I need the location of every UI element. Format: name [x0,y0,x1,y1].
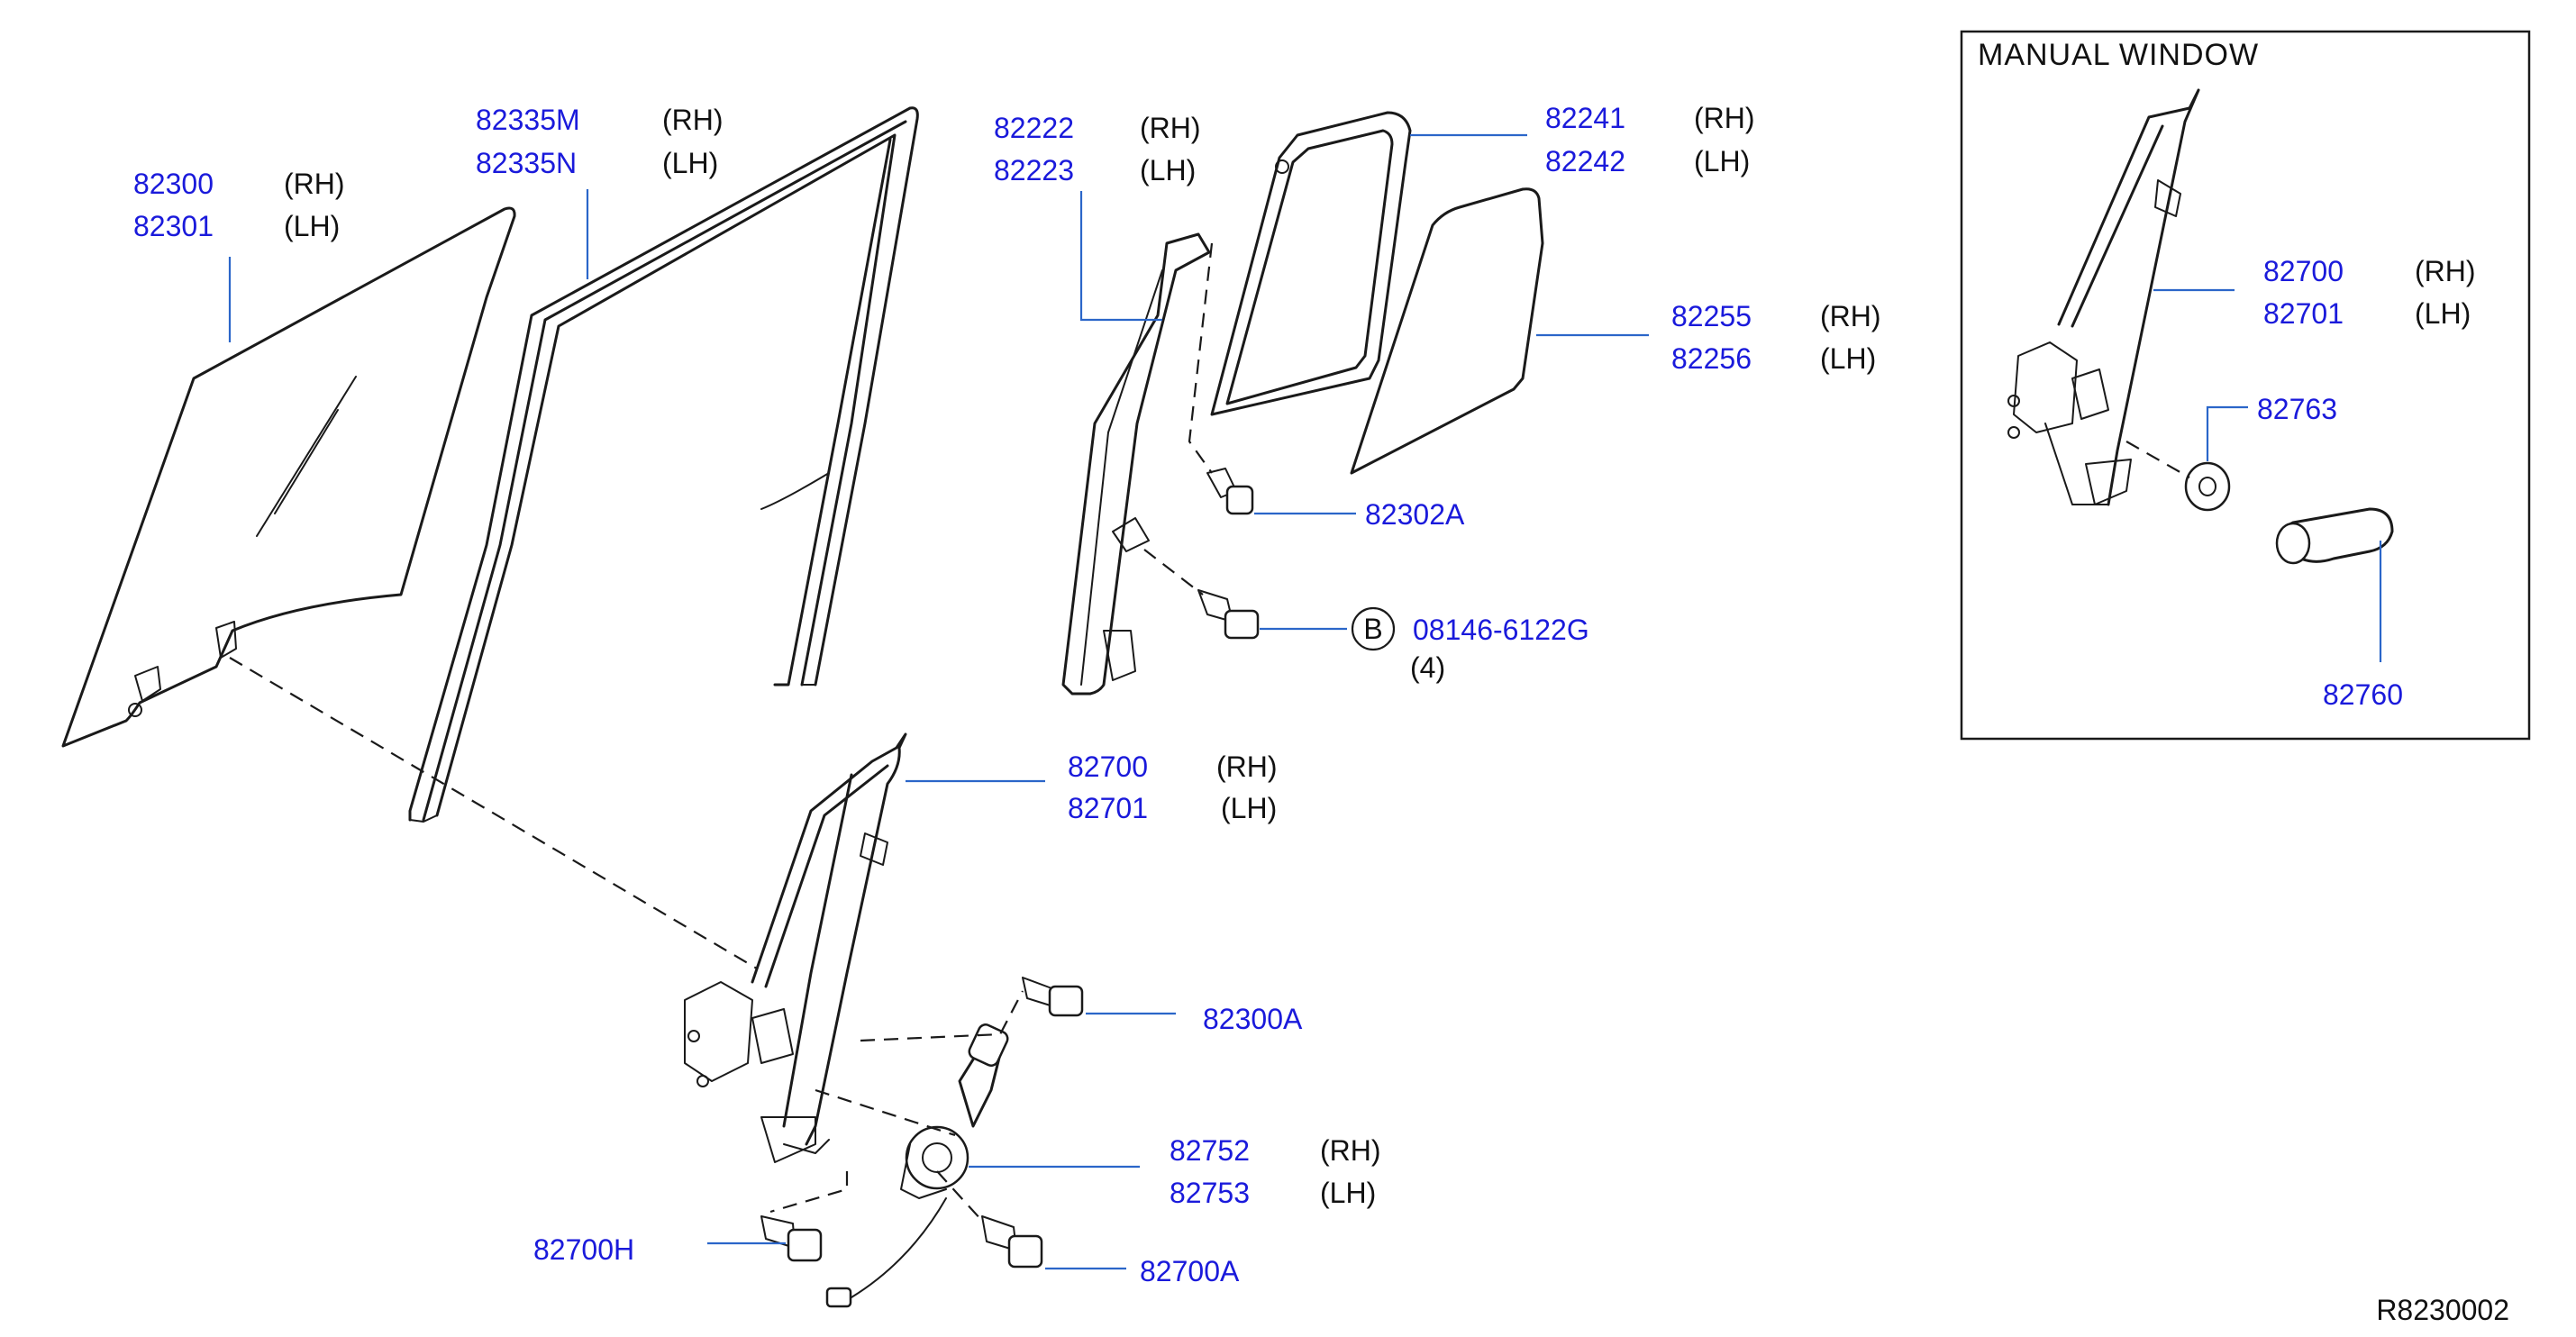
label-82300: 82300 [133,168,214,200]
label-82241-side: (RH) [1694,102,1755,134]
label-82700h: 82700H [533,1233,634,1266]
sash-drawing [1061,232,1211,696]
bolt-82700h-drawing [760,1215,823,1262]
label-82255: 82255 [1671,300,1752,332]
label-82255-side: (RH) [1820,300,1881,332]
bolt-82300a-drawing [1022,977,1084,1017]
label-82753-side: (LH) [1320,1177,1376,1209]
label-08146-6122g: 08146-6122G [1413,614,1589,646]
door-glass-drawing [61,206,516,748]
label-manual-82700: 82700 [2263,255,2344,287]
weatherstrip-drawing [1210,111,1412,416]
label-82700a: 82700A [1140,1255,1240,1287]
manual-regulator-drawing [2007,88,2200,506]
part-labels: 82300 (RH) 82301 (LH) 82335M (RH) 82335N… [133,102,2509,1326]
label-manual-82701: 82701 [2263,297,2344,330]
label-82763: 82763 [2257,393,2337,425]
label-82700-side: (RH) [1216,750,1278,783]
label-82256: 82256 [1671,342,1752,375]
label-08146-qty: (4) [1410,651,1445,684]
label-82335m: 82335M [476,104,580,136]
inset-title: MANUAL WINDOW [1978,38,2259,72]
label-manual-82700-side: (RH) [2415,255,2476,287]
partition-glass-drawing [1350,187,1544,475]
bolt-82700a-drawing [981,1215,1043,1269]
label-82300-side: (RH) [284,168,345,200]
badge-b-circle [1351,606,1396,651]
label-82302a: 82302A [1365,498,1465,531]
label-82222-side: (RH) [1140,112,1201,144]
label-82223: 82223 [994,154,1074,186]
leader-lines [228,133,2382,1270]
label-82241: 82241 [1545,102,1625,134]
label-82300a: 82300A [1203,1003,1303,1035]
label-82223-side: (LH) [1140,154,1196,186]
window-handle-drawing [2275,507,2394,565]
manual-window-inset-frame [1960,30,2531,741]
power-regulator-drawing [684,732,907,1163]
bolt-08146-drawing [1197,589,1260,640]
label-82752: 82752 [1170,1134,1250,1167]
label-82256-side: (LH) [1820,342,1876,375]
label-82701-side: (LH) [1221,792,1277,824]
escutcheon-drawing [2184,461,2231,512]
label-82242-side: (LH) [1694,145,1750,177]
label-82222: 82222 [994,112,1074,144]
label-82301: 82301 [133,210,214,242]
window-motor-drawing [825,1023,1009,1308]
reference-code: R8230002 [2376,1294,2509,1326]
label-82335n: 82335N [476,147,577,179]
label-82753: 82753 [1170,1177,1250,1209]
badge-b-letter: B [1363,613,1382,645]
label-82752-side: (RH) [1320,1134,1381,1167]
label-manual-82701-side: (LH) [2415,297,2471,330]
bolt-82302a-drawing [1206,468,1254,515]
label-82335n-side: (LH) [662,147,718,179]
label-82760: 82760 [2323,678,2403,711]
glass-run-channel-drawing [408,106,919,823]
label-82701: 82701 [1068,792,1148,824]
label-82335m-side: (RH) [662,104,724,136]
assembly-dashed-lines [229,242,2190,1222]
label-82700: 82700 [1068,750,1148,783]
label-82301-side: (LH) [284,210,340,242]
label-82242: 82242 [1545,145,1625,177]
